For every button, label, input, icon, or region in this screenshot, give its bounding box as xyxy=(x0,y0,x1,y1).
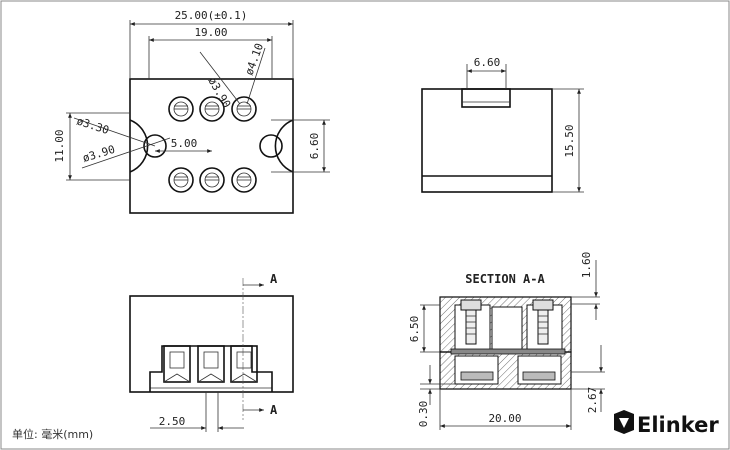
top-view-outline xyxy=(129,78,294,214)
left-mount-arc xyxy=(129,119,149,173)
terminal-row-top xyxy=(168,96,257,122)
top-view: 25.00(±0.1) 19.00 ø3.90 ø4.10 11.00 ø3.3… xyxy=(53,9,330,214)
dim-hole-small: ø3.90 xyxy=(205,75,233,110)
dim-pitch: 2.50 xyxy=(159,415,186,428)
section-mark-bottom: A xyxy=(270,403,278,417)
section-view: SECTION A-A 1.60 6.50 xyxy=(408,252,605,430)
front-view-outline xyxy=(129,295,294,393)
dim-slot: 6.60 xyxy=(308,133,321,160)
dim-hole-large: ø4.10 xyxy=(243,41,267,77)
terminal-openings xyxy=(163,345,258,383)
dim-top-tab: 6.60 xyxy=(474,56,501,69)
front-view: A A 2.50 xyxy=(129,272,294,432)
brand-name: Elinker xyxy=(637,413,719,437)
dim-overall-width: 25.00(±0.1) xyxy=(175,9,248,22)
side-top-tab xyxy=(461,88,511,108)
dim-mount-outer: ø3.90 xyxy=(81,143,116,165)
right-mount-arc xyxy=(274,119,294,173)
dim-section-depth: 6.50 xyxy=(408,316,421,343)
dim-mount-offset: 5.00 xyxy=(171,137,198,150)
section-busbar xyxy=(450,348,566,355)
dim-section-base: 0.30 xyxy=(417,401,430,428)
dim-section-top: 1.60 xyxy=(580,252,593,279)
dim-section-width: 20.00 xyxy=(488,412,521,425)
dim-mount-inner: ø3.30 xyxy=(75,114,111,137)
dim-side-height: 15.50 xyxy=(563,124,576,157)
section-screws xyxy=(460,299,554,345)
dim-height-top: 11.00 xyxy=(53,129,66,162)
section-mark-top: A xyxy=(270,272,278,286)
left-mount-hole xyxy=(143,134,167,158)
terminal-row-bottom xyxy=(168,167,257,193)
section-title: SECTION A-A xyxy=(465,272,545,286)
side-view: 6.60 15.50 xyxy=(421,56,584,193)
unit-label: 单位: 毫米(mm) xyxy=(12,427,93,441)
dim-section-foot: 2.67 xyxy=(586,387,599,414)
dim-pitch-span: 19.00 xyxy=(194,26,227,39)
elinker-logo-icon xyxy=(614,410,634,434)
right-mount-hole xyxy=(259,134,283,158)
